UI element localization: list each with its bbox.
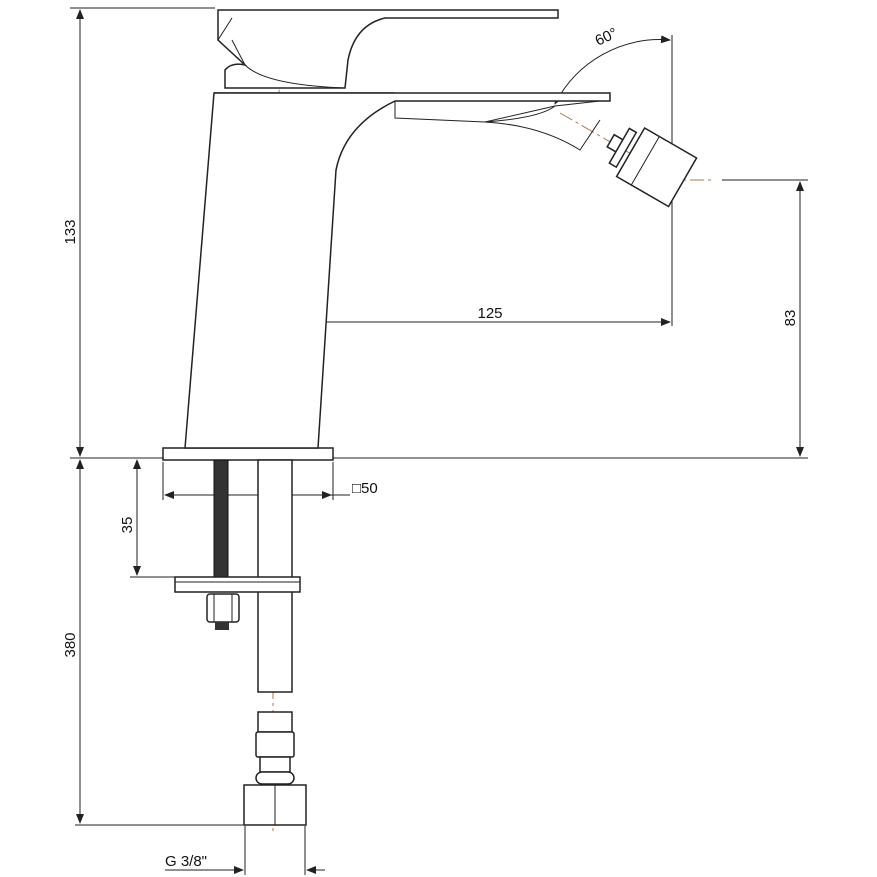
faucet-body <box>162 92 611 461</box>
aerator <box>606 126 698 208</box>
fixing-kit <box>174 459 301 693</box>
dim-125: 125 <box>477 305 502 322</box>
dim-50: □50 <box>352 480 378 497</box>
dim-133: 133 <box>62 219 79 244</box>
dim-380: 380 <box>62 632 79 657</box>
extension-lines <box>70 7 808 875</box>
hose-connector <box>243 711 307 826</box>
dim-83: 83 <box>782 310 799 327</box>
dim-35: 35 <box>119 517 136 534</box>
dim-g38: G 3/8" <box>165 853 207 870</box>
dim-60-deg: 60° <box>593 25 621 50</box>
dimension-lines <box>76 9 804 874</box>
lever-handle <box>217 9 559 89</box>
